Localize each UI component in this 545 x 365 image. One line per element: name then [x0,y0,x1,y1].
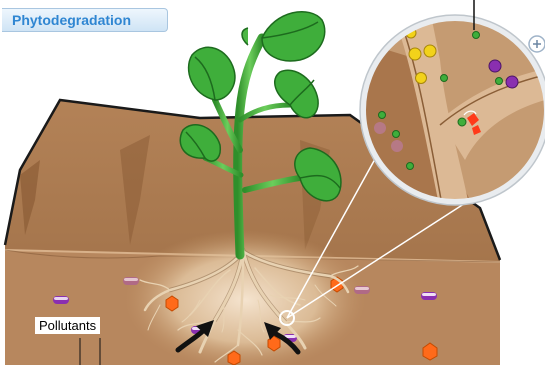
page-title: Phytodegradation [12,12,131,28]
pollutant-hexagon [166,296,178,311]
title-tab: Phytodegradation [2,8,168,32]
pollutant-capsule [354,286,370,294]
pollutant-capsule [123,277,139,285]
pollutants-label: Pollutants [35,317,100,334]
pollutant-capsule [53,296,69,304]
pollutant-capsule [421,292,437,300]
plus-icon[interactable] [529,36,545,52]
